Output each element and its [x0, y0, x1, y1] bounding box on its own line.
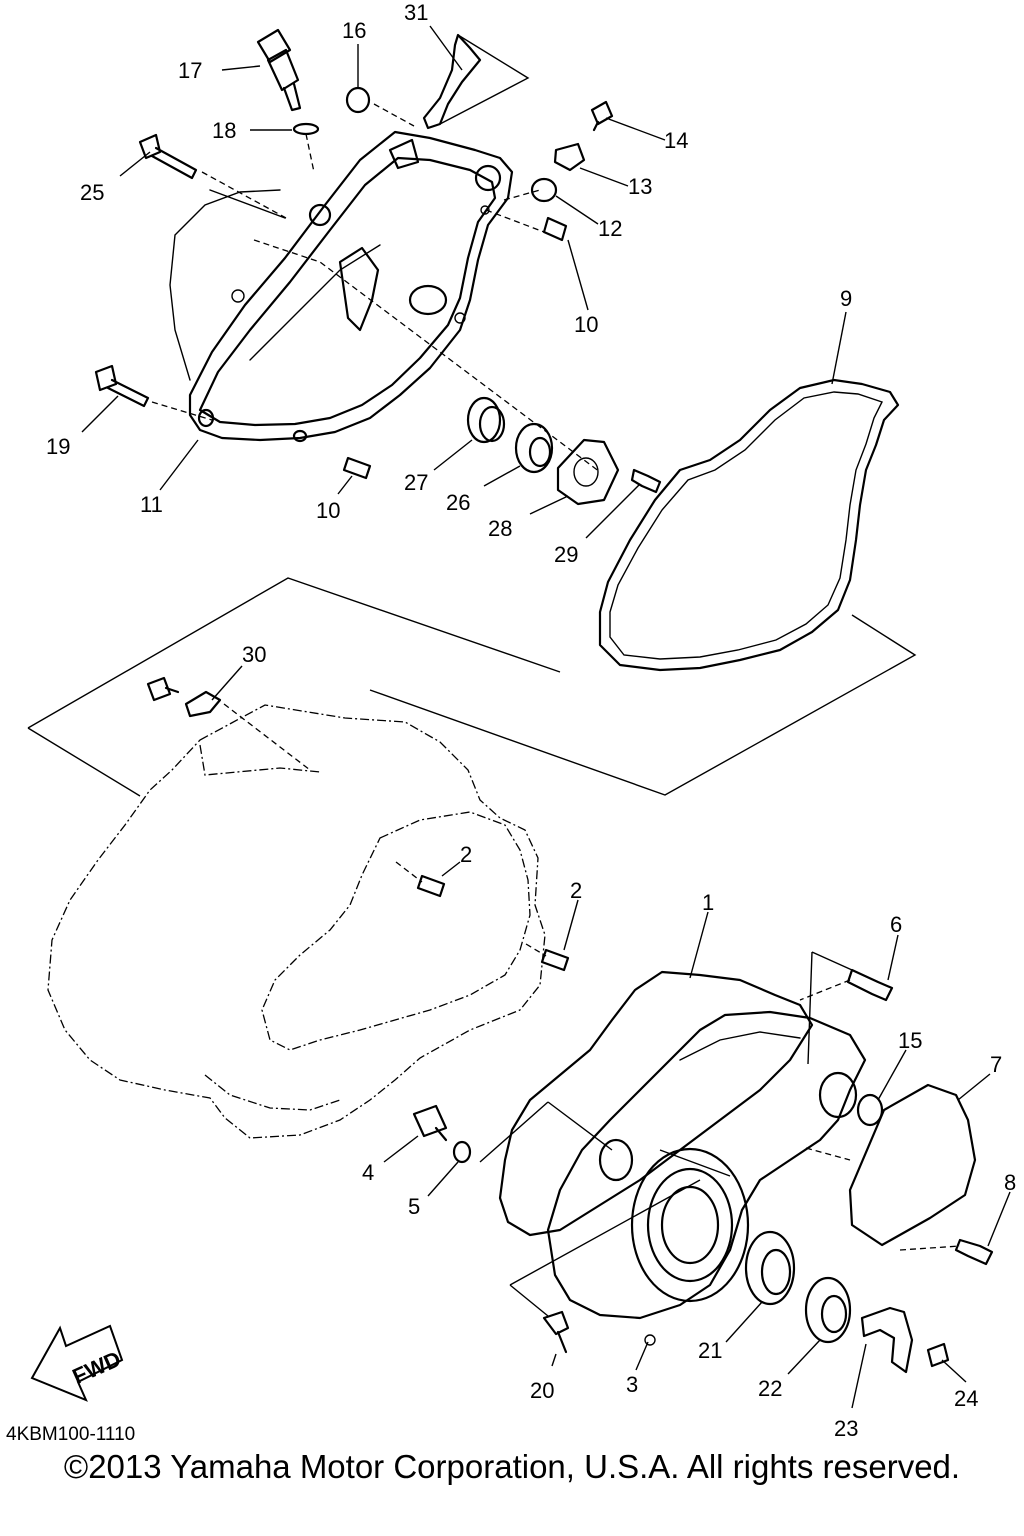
callout-1: 1: [702, 890, 714, 915]
bolt-25: [138, 133, 198, 180]
copyright-notice: ©2013 Yamaha Motor Corporation, U.S.A. A…: [63, 1448, 961, 1485]
oil-seal-27: [466, 396, 506, 444]
oil-seal-16: [345, 86, 371, 114]
callout-31: 31: [404, 0, 428, 25]
callout-10-upper: 10: [574, 312, 598, 337]
bearing-26: [514, 422, 554, 474]
callout-12: 12: [598, 216, 622, 241]
callout-4: 4: [362, 1160, 374, 1185]
dowel-pin-10-upper: [542, 216, 568, 242]
callout-26: 26: [446, 490, 470, 515]
bracket-31: [422, 33, 482, 130]
assembly-lines: [151, 34, 961, 1317]
crankcase-cover-3: [546, 1010, 867, 1346]
bolt-20: [542, 1310, 570, 1354]
callout-29: 29: [554, 542, 578, 567]
bolt-6: [846, 968, 894, 1002]
engine-crankcase-outline: [47, 704, 546, 1139]
callout-7: 7: [990, 1052, 1002, 1077]
callout-3: 3: [626, 1372, 638, 1397]
diagram-code: 4KBM100-1110: [6, 1424, 136, 1445]
screw-14: [590, 100, 614, 132]
fwd-arrow-icon: FWD: [30, 1324, 125, 1402]
bolt-30: [146, 676, 180, 702]
guard-7: [848, 1083, 977, 1247]
callout-6: 6: [890, 912, 902, 937]
bearing-21: [744, 1230, 796, 1306]
callout-11: 11: [140, 492, 163, 517]
screw-29: [630, 468, 662, 494]
callout-23: 23: [834, 1416, 858, 1441]
gasket-9-inner: [609, 391, 883, 660]
oil-seal-12: [530, 177, 558, 203]
callout-17: 17: [178, 58, 202, 83]
oil-seal-15: [856, 1093, 884, 1127]
callout-14: 14: [664, 128, 688, 153]
callout-15: 15: [898, 1028, 922, 1053]
bolt-8: [954, 1238, 994, 1266]
o-ring-18: [292, 122, 320, 136]
oil-seal-22: [804, 1276, 852, 1344]
callout-22: 22: [758, 1376, 782, 1401]
callout-19: 19: [46, 434, 70, 459]
callout-2-right: 2: [570, 878, 582, 903]
callout-20: 20: [530, 1378, 554, 1403]
clutch-cover-11: [169, 130, 514, 443]
callout-24: 24: [954, 1386, 978, 1411]
o-ring-5: [452, 1140, 472, 1164]
dowel-pin-10-lower: [342, 456, 372, 480]
callout-21: 21: [698, 1338, 722, 1363]
callout-8: 8: [1004, 1170, 1016, 1195]
plate-23: [860, 1306, 914, 1374]
callout-30: 30: [242, 642, 266, 667]
callout-2-left: 2: [460, 842, 472, 867]
callout-leaders: [81, 25, 1011, 1409]
screw-24: [926, 1342, 950, 1368]
gasket-9: [598, 378, 900, 672]
plug-4: [412, 1104, 448, 1142]
callout-18: 18: [212, 118, 236, 143]
callout-numbers: 17 18 16 31 14 13 12 10 25 9 19 11 10 27…: [46, 0, 1016, 1441]
gasket-1: [498, 970, 814, 1237]
callout-9: 9: [840, 286, 852, 311]
callout-16: 16: [342, 18, 366, 43]
callout-5: 5: [408, 1194, 420, 1219]
assembly-reference-box: [27, 577, 917, 797]
callout-13: 13: [628, 174, 652, 199]
dowel-pin-2-left: [416, 874, 446, 898]
clip-30: [184, 690, 222, 718]
callout-27: 27: [404, 470, 428, 495]
callout-10-lower: 10: [316, 498, 340, 523]
callout-25: 25: [80, 180, 104, 205]
bolt-19: [94, 364, 150, 408]
callout-28: 28: [488, 516, 512, 541]
plate-13: [553, 142, 586, 172]
dowel-pin-2-right: [540, 948, 570, 972]
oil-filler-plug-17: [256, 28, 302, 112]
plate-28: [556, 438, 620, 506]
